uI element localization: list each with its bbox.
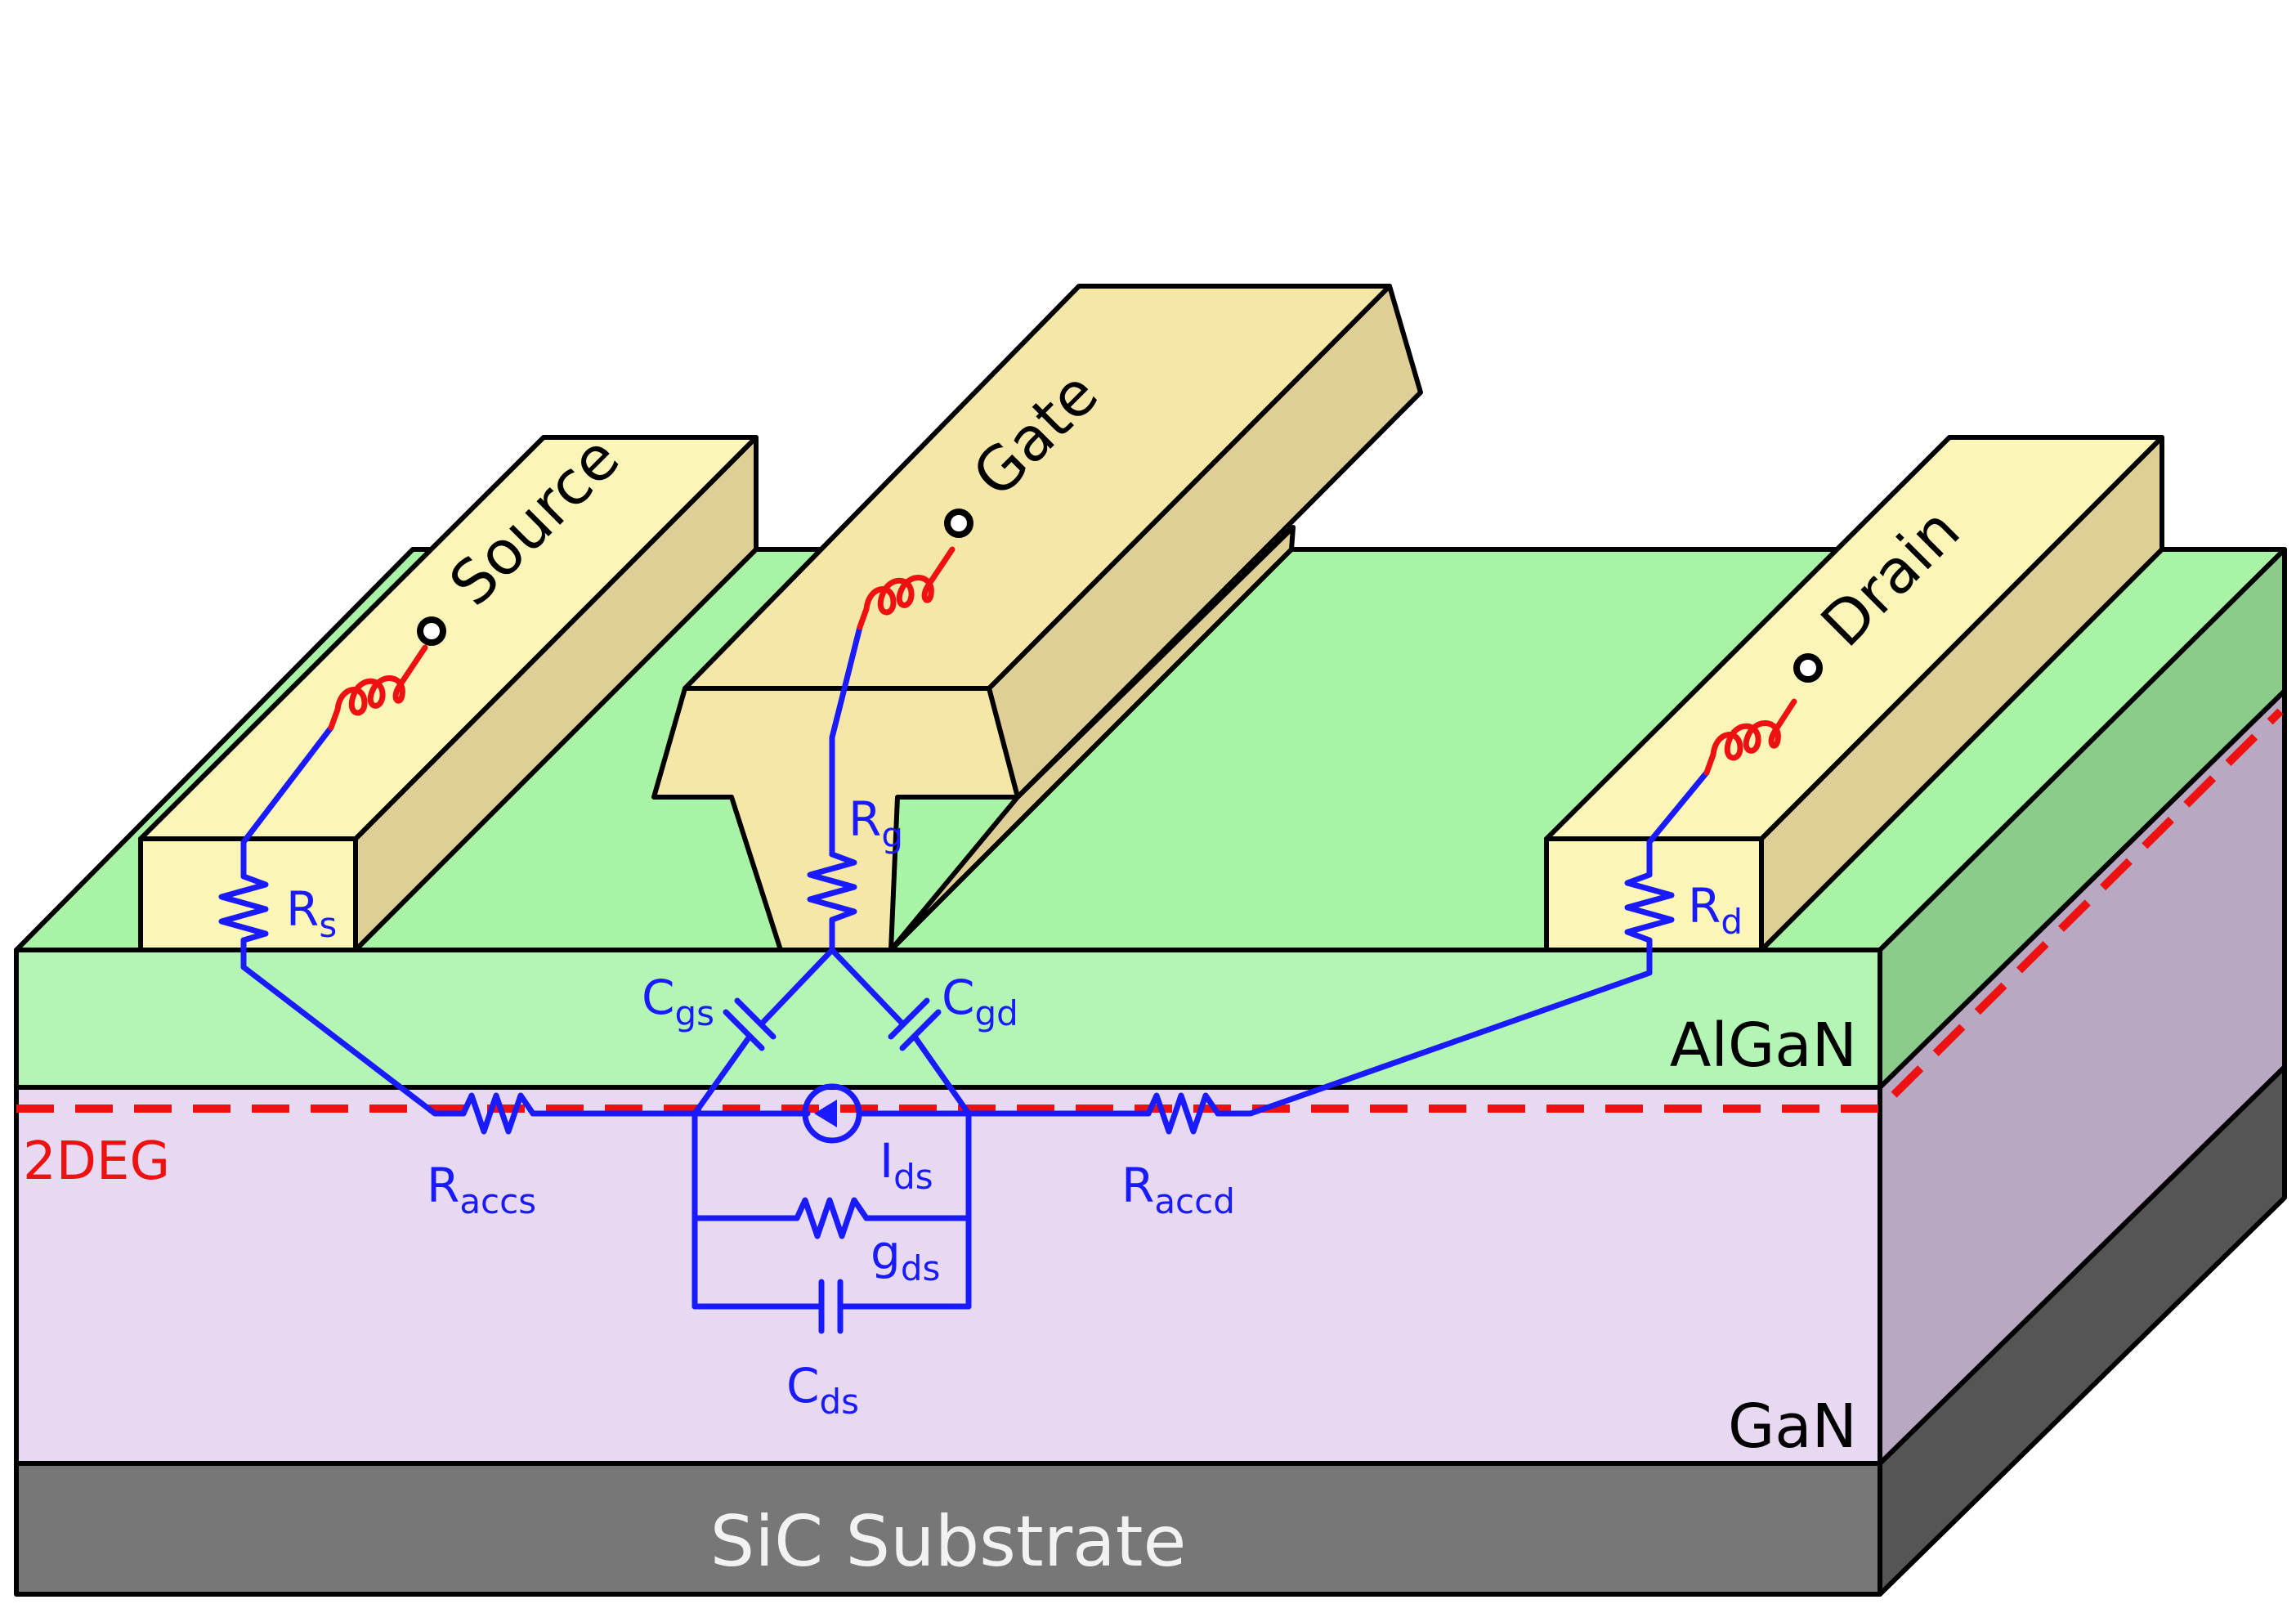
cgs-wire-top [759,947,835,1027]
gan-label: GaN [1728,1391,1857,1462]
rs-resistor [218,873,269,943]
drain-contact-front [1544,836,1764,952]
source-contact-front [138,836,358,952]
source-to-raccs-wire [240,937,467,1117]
ids-arrow-icon [814,1100,837,1127]
cgs-label: Cgs [642,970,714,1033]
source-inductor-icon [328,644,428,731]
cgd-plate-1 [899,1009,942,1051]
drain-terminal-icon[interactable] [1793,653,1823,683]
algan-label: AlGaN [1670,1010,1857,1081]
raccd-resistor [1145,1092,1221,1135]
cgd-wire-bottom [911,1033,972,1117]
gate-front [651,686,1020,952]
cgd-label: Cgd [942,970,1018,1033]
gate-wire [829,624,863,858]
twodeg-line [16,708,2284,1113]
rg-resistor [807,851,857,923]
gate-stem-side [888,525,1296,952]
cgs-wire-bottom [691,1033,753,1117]
cgs-plate-2 [734,997,777,1040]
cgd-wire-top [829,947,906,1027]
rd-resistor [1624,871,1675,943]
cgd-plate-2 [888,997,930,1040]
source-terminal-icon[interactable] [417,616,446,646]
raccd-to-drain-wire [1215,937,1653,1117]
substrate-label: SiC Substrate [710,1501,1187,1583]
gds-label: gds [871,1225,940,1288]
gds-resistor [794,1197,870,1239]
cgs-plate-1 [723,1009,765,1051]
raccs-resistor [460,1092,536,1135]
rg-label: Rg [848,791,903,855]
gate-inductor-icon [857,546,956,630]
gan-front [14,1085,1882,1466]
drain-inductor-icon [1703,698,1797,776]
ids-label: Ids [879,1133,933,1197]
twodeg-label: 2DEG [23,1131,170,1192]
source-wire [240,724,334,880]
raccd-label: Raccd [1121,1158,1235,1221]
algan-side [1878,547,2287,1090]
rd-label: Rd [1688,878,1743,942]
cds-label: Cds [786,1358,859,1422]
raccs-label: Raccs [427,1158,536,1221]
rs-label: Rs [286,881,337,945]
gate-terminal-icon[interactable] [944,509,973,538]
drain-wire [1646,769,1710,878]
